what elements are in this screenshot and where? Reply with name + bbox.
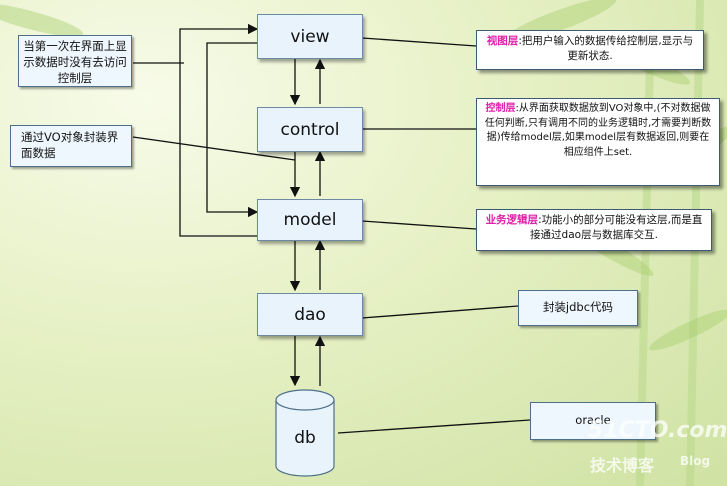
- dao-note: 封装jdbc代码: [518, 290, 638, 326]
- model-layer-note: 业务逻辑层:功能小的部分可能没有这层,而是直接通过dao层与数据库交互.: [476, 209, 712, 251]
- watermark-blog-cn: 技术博客: [590, 456, 655, 475]
- view-label: view: [290, 26, 330, 47]
- dao-layer-box: dao: [257, 293, 363, 336]
- model-label: model: [283, 210, 337, 230]
- watermark-site: 51CTO.com: [588, 418, 727, 443]
- view-layer-box: view: [257, 14, 363, 59]
- model-note-title: 业务逻辑层: [485, 214, 539, 226]
- dao-note-text: 封装jdbc代码: [542, 300, 614, 314]
- dao-label: dao: [294, 304, 326, 325]
- control-note-title: 控制层: [485, 103, 516, 114]
- view-note-text: :把用户输入的数据传给控制层,显示与更新状态.: [518, 35, 694, 62]
- model-layer-box: model: [257, 199, 363, 241]
- first-display-note: 当第一次在界面上显示数据时没有去访问控制层: [18, 35, 132, 87]
- control-note-text: :从界面获取数据放到VO对象中,(不对数据做任何判断,只有调用不同的业务逻辑时,…: [484, 103, 712, 158]
- vo-wrap-note: 通过VO对象封装界面数据: [10, 125, 132, 167]
- db-note: oracle: [530, 402, 656, 440]
- watermark-blog-en: Blog: [680, 454, 711, 468]
- model-note-text: :功能小的部分可能没有这层,而是直接通过dao层与数据库交互.: [530, 214, 703, 241]
- view-layer-note: 视图层:把用户输入的数据传给控制层,显示与更新状态.: [476, 30, 704, 70]
- control-label: control: [280, 119, 340, 140]
- db-note-text: oracle: [575, 413, 611, 427]
- db-label: db: [294, 428, 316, 448]
- vo-wrap-text: 通过VO对象封装界面数据: [21, 130, 119, 160]
- control-layer-note: 控制层:从界面获取数据放到VO对象中,(不对数据做任何判断,只有调用不同的业务逻…: [476, 98, 720, 186]
- control-layer-box: control: [257, 107, 363, 152]
- view-note-title: 视图层: [486, 35, 519, 47]
- first-display-text: 当第一次在界面上显示数据时没有去访问控制层: [23, 39, 127, 85]
